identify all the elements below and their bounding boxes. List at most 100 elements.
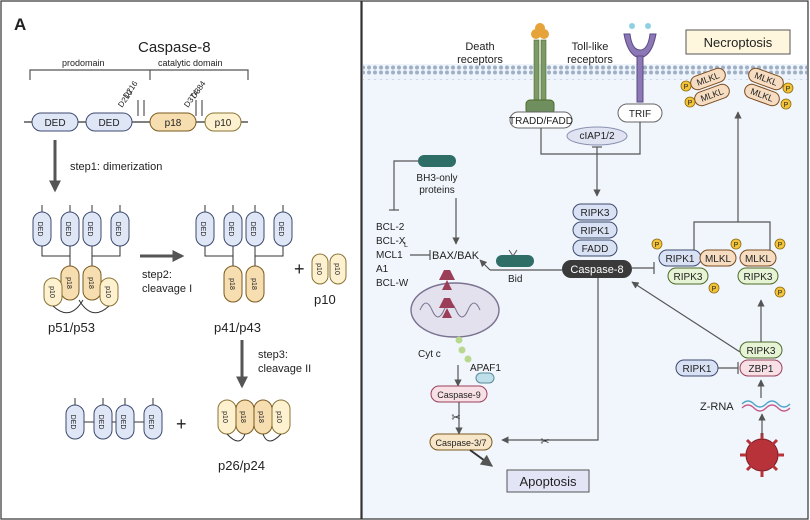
prodomain-bracket [29, 69, 151, 80]
phospho-letter-4: P [784, 102, 789, 109]
death-receptor-icon [525, 23, 555, 115]
caspase37-node [429, 433, 493, 451]
dimer-ded-label-3: DED [86, 222, 93, 237]
phospho-letter-7: P [712, 286, 717, 293]
bh3-label-1: BH3-only [416, 173, 457, 184]
p26-p24-label: p26/p24 [218, 458, 265, 473]
ded-1-label: DED [44, 118, 65, 129]
p41-ded-label-3: DED [249, 222, 256, 237]
caspase37-label: Caspase-3/7 [435, 438, 486, 448]
phospho-badge-4 [774, 238, 786, 250]
step2-label-a: step2: [142, 269, 172, 281]
bid-protein-icon [496, 255, 534, 267]
receptor-merge-line [540, 122, 641, 155]
p41-ded-label-4: DED [277, 222, 284, 237]
mlkl-necrosome-2-label: MLKL [745, 254, 772, 265]
caspase8-node [562, 260, 632, 278]
cyt-c-dot-3 [464, 355, 472, 363]
mlkl-oligomer-1: P P [680, 67, 730, 108]
tlr-label-2: receptors [567, 54, 613, 66]
free-p10-label-2: p10 [333, 263, 340, 275]
scissors-icon-2: ✂ [540, 436, 549, 448]
cyt-c-dot-2 [458, 346, 466, 354]
z-rna-wave-1 [741, 400, 791, 408]
dimer-p18-label-2: p18 [87, 277, 94, 289]
dimer-p10-label-2: p10 [104, 286, 111, 298]
p26-p24-dimer [217, 399, 291, 442]
apaf1-icon [475, 372, 495, 384]
bcl-xl-subscript: L [404, 242, 408, 249]
panel-a-label: A [14, 15, 26, 34]
p51-p53-dimer [32, 205, 130, 314]
a1-label: A1 [376, 264, 389, 275]
step3-label-a: step3: [258, 349, 288, 361]
dimer-ded-label-2: DED [64, 222, 71, 237]
mcl1-label: MCL1 [376, 250, 403, 261]
released-ded-label-3: DED [119, 415, 126, 430]
dimer-p10-label-1: p10 [48, 286, 55, 298]
caspase8-title: Caspase-8 [138, 39, 211, 56]
p10-product-label: p10 [314, 292, 336, 307]
p26-p18-label-1: p18 [239, 411, 246, 423]
phospho-letter-1: P [684, 84, 689, 91]
phospho-badge-1 [651, 238, 663, 250]
phospho-letter-2: P [688, 100, 693, 107]
p26-p10-label-1: p10 [221, 411, 228, 423]
mlkl-necrosome-1 [699, 249, 737, 267]
tlr-label-1: Toll-like [572, 41, 609, 53]
death-receptors-label-1: Death [465, 41, 494, 53]
step1-label: step1: dimerization [70, 161, 162, 173]
bcl-xl-label: BCL-X [376, 236, 406, 247]
bid-label: Bid [508, 274, 522, 285]
bid-cleavage-mark [508, 249, 518, 257]
p41-p18-label-1: p18 [228, 278, 235, 290]
dimer-ded-label-4: DED [114, 222, 121, 237]
ripk3-necrosome-1 [667, 267, 709, 285]
mitochondrion-icon [410, 270, 500, 338]
ripk3-necrosome-2-label: RIPK3 [744, 272, 773, 283]
cyt-c-dot-1 [455, 336, 463, 344]
ripk3-node-stack [572, 203, 618, 221]
released-ded-label-1: DED [69, 415, 76, 430]
fadd-label: FADD [582, 244, 609, 255]
p51-p53-label: p51/p53 [48, 320, 95, 335]
death-receptors-label-2: receptors [457, 54, 503, 66]
p26-p10-label-2: p10 [275, 411, 282, 423]
casp8-to-casp37 [501, 278, 599, 444]
apoptosis-box [506, 469, 590, 493]
toll-like-receptor-icon [623, 23, 657, 103]
released-ded-label-4: DED [147, 415, 154, 430]
p41-p43-label: p41/p43 [214, 320, 261, 335]
bcl-2-label: BCL-2 [376, 222, 405, 233]
zbp1-node [739, 359, 783, 377]
bh3-inhibit-bcl [393, 160, 418, 210]
p10-label: p10 [215, 118, 232, 129]
p26-p18-label-2: p18 [257, 411, 264, 423]
phospho-letter-8: P [778, 242, 783, 249]
phospho-letter-6: P [734, 242, 739, 249]
ded-domain-2 [85, 112, 133, 132]
mlkl-necrosome-1-label: MLKL [705, 254, 732, 265]
casp37-to-apoptosis [469, 449, 493, 467]
dimer-p18-label-1: p18 [65, 277, 72, 289]
bax-bak-label: BAX/BAK [432, 250, 480, 262]
cyt-c-label: Cyt c [418, 349, 441, 360]
virus-icon [740, 433, 784, 477]
ripk1-necrosome-label: RIPK1 [666, 254, 695, 265]
p41-ded-label-2: DED [227, 222, 234, 237]
step2-label-b: cleavage I [142, 283, 192, 295]
p41-ded-label-1: DED [199, 222, 206, 237]
apoptosis-label: Apoptosis [519, 474, 577, 489]
fadd-node [572, 239, 618, 257]
ciap-node [566, 126, 628, 146]
phospho-letter-9: P [778, 290, 783, 297]
free-p10-label-1: p10 [315, 263, 322, 275]
phospho-badge-3 [708, 282, 720, 294]
ripk3-necrosome-2 [737, 267, 779, 285]
necroptosis-label: Necroptosis [704, 35, 773, 50]
mlkl-oligomer-2: P P [744, 67, 794, 110]
bid-to-bax [479, 259, 491, 271]
phospho-badge-2 [730, 238, 742, 250]
necrosome-merge [693, 221, 771, 250]
